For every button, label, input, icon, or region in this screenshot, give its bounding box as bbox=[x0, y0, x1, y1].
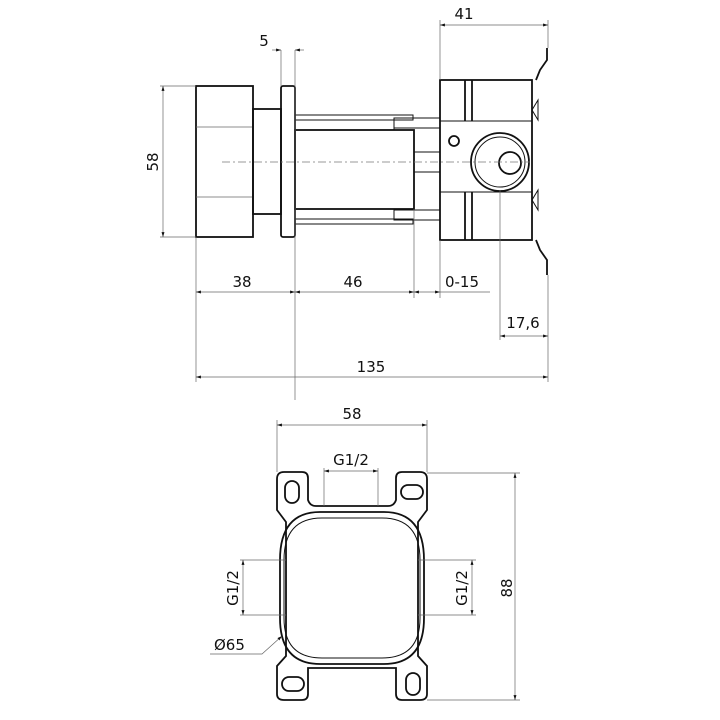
dim-adjust-0-15: 0-15 bbox=[445, 273, 479, 291]
dim-right-port-g1-2: G1/2 bbox=[453, 570, 471, 606]
dim-width-58: 58 bbox=[342, 405, 361, 423]
dim-sleeve-46: 46 bbox=[343, 273, 362, 291]
front-view: 58 G1/2 G1/2 G1/2 88 Ø65 bbox=[210, 405, 520, 701]
mounting-plate bbox=[276, 471, 428, 701]
dim-plate-5: 5 bbox=[259, 32, 269, 50]
dim-height-58: 58 bbox=[144, 152, 162, 171]
wall-plate bbox=[280, 85, 296, 238]
mounting-bracket bbox=[535, 48, 548, 275]
valve-body bbox=[439, 79, 533, 241]
dim-top-port-g1-2: G1/2 bbox=[333, 451, 369, 469]
dim-diameter-65: Ø65 bbox=[214, 636, 245, 654]
dim-total-135: 135 bbox=[357, 358, 386, 376]
dim-box-41: 41 bbox=[454, 5, 473, 23]
dim-height-88: 88 bbox=[498, 578, 516, 597]
side-view: 58 5 41 38 46 0-15 17,6 135 bbox=[144, 5, 549, 400]
knob-neck bbox=[252, 108, 282, 215]
knob bbox=[195, 85, 254, 238]
dim-depth-17-6: 17,6 bbox=[506, 314, 539, 332]
sleeve bbox=[294, 129, 415, 210]
valve-housing bbox=[279, 511, 425, 665]
dim-left-port-g1-2: G1/2 bbox=[224, 570, 242, 606]
dim-knob-38: 38 bbox=[232, 273, 251, 291]
